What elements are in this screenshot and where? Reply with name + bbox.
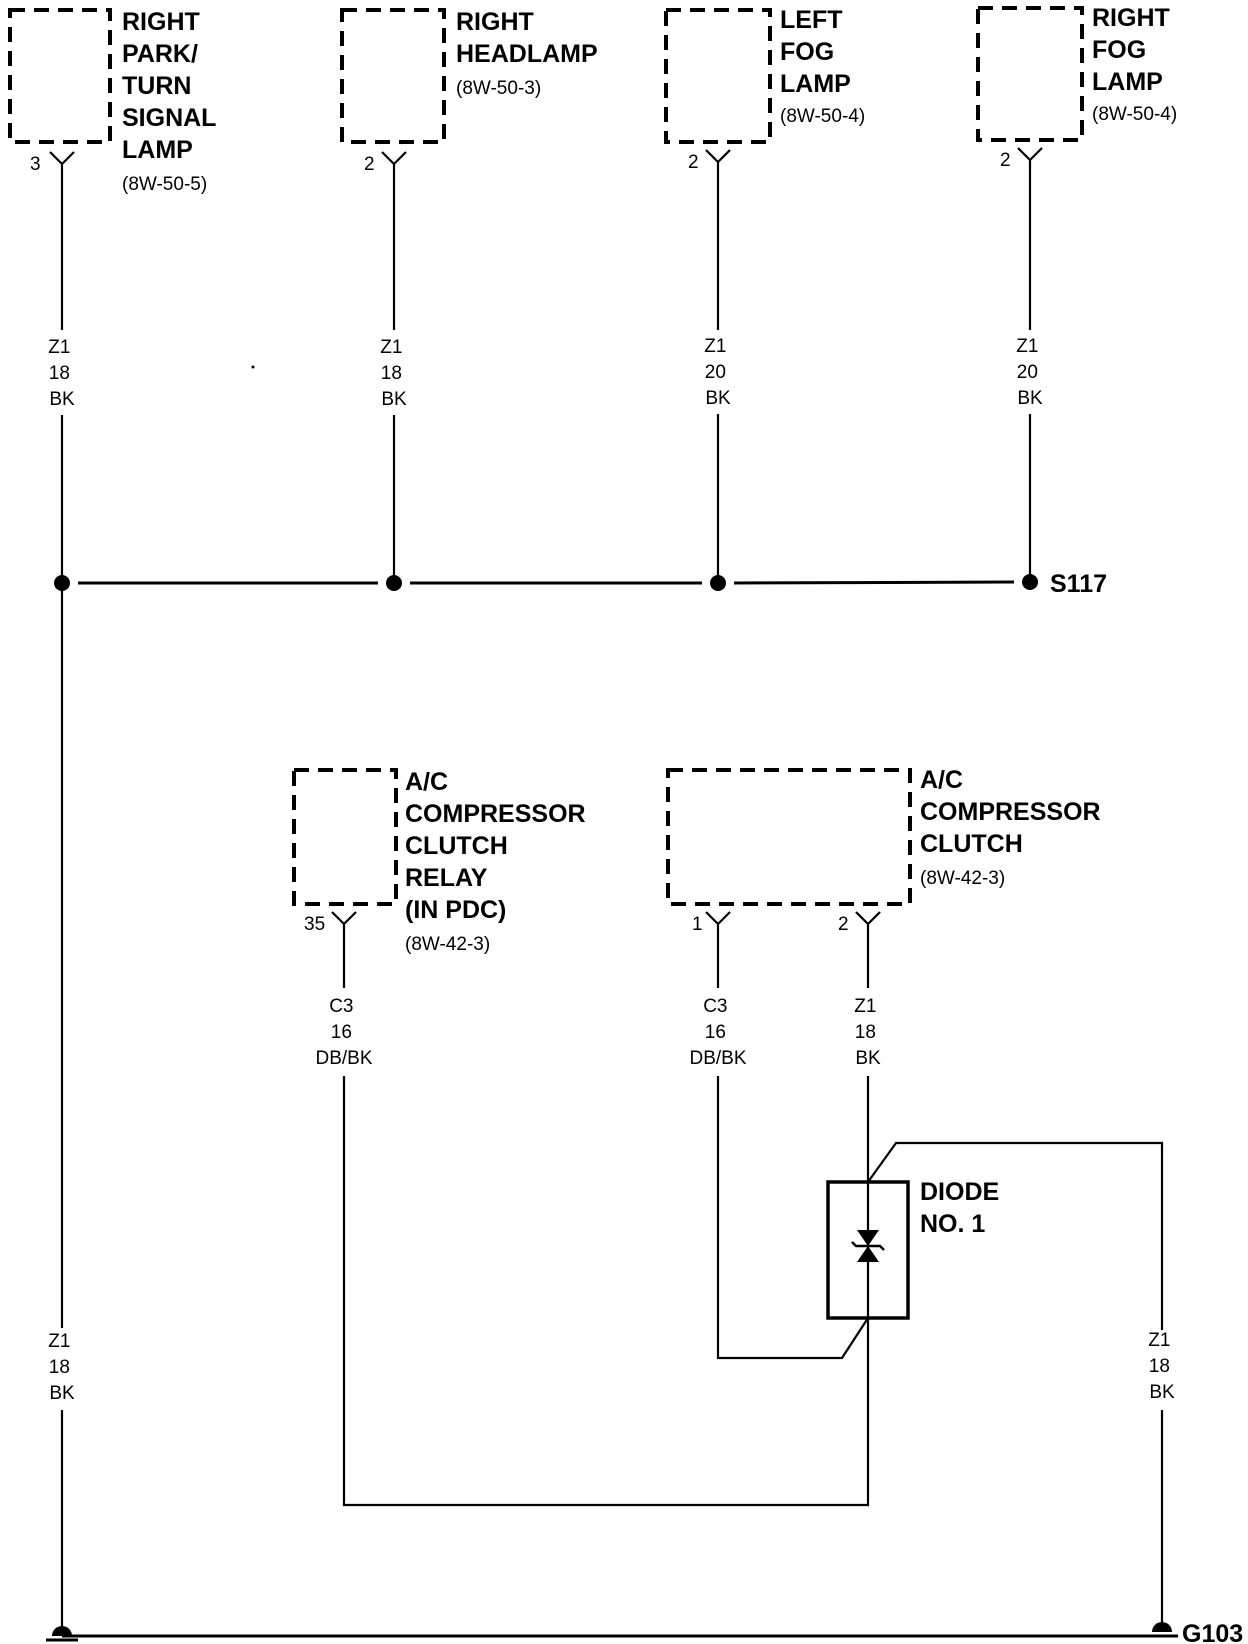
right-fog-lamp: RIGHT FOG LAMP (8W-50-4) 2 Z1 20 BK bbox=[976, 4, 1177, 580]
ac-relay-wire-label: C3 16 DB/BK bbox=[315, 996, 372, 1069]
right-ground-wire-label: Z1 18 BK bbox=[1148, 1330, 1175, 1403]
splice-node-2 bbox=[386, 575, 402, 591]
ac-clutch-pin-1: 1 bbox=[692, 914, 703, 935]
left-fog-lamp: LEFT FOG LAMP (8W-50-4) 2 Z1 20 BK bbox=[664, 6, 865, 580]
right-park-turn-lamp-ref: (8W-50-5) bbox=[122, 174, 207, 195]
splice-s117: S117 bbox=[54, 570, 1107, 598]
ground-label: G103 bbox=[1182, 1620, 1243, 1644]
right-headlamp-box bbox=[340, 8, 446, 144]
right-park-turn-signal-lamp: RIGHT PARK/ TURN SIGNAL LAMP (8W-50-5) 3… bbox=[8, 8, 223, 580]
splice-label: S117 bbox=[1050, 570, 1107, 598]
splice-bus-segment-3 bbox=[733, 580, 1015, 585]
diode-no-1: DIODE NO. 1 bbox=[826, 1141, 1164, 1330]
right-fog-lamp-connector bbox=[1017, 147, 1043, 330]
ac-clutch-wire-2-label: Z1 18 BK bbox=[854, 996, 881, 1069]
left-fog-lamp-box bbox=[664, 8, 772, 144]
ac-clutch-pin-2: 2 bbox=[838, 914, 849, 935]
right-headlamp-pin: 2 bbox=[364, 154, 375, 175]
scan-speck bbox=[251, 365, 255, 369]
ac-clutch-box bbox=[666, 768, 912, 906]
right-fog-lamp-wire-label: Z1 20 BK bbox=[1016, 336, 1043, 409]
ac-relay-wire bbox=[342, 1076, 870, 1507]
right-headlamp-wire-label: Z1 18 BK bbox=[380, 337, 407, 410]
ground-symbol-left bbox=[46, 1626, 78, 1642]
right-ground-wire: Z1 18 BK bbox=[1148, 1330, 1175, 1628]
right-fog-lamp-title: RIGHT FOG LAMP bbox=[1092, 4, 1177, 96]
diode-bar bbox=[851, 1241, 885, 1251]
ac-clutch-wire-1-label: C3 16 DB/BK bbox=[689, 996, 746, 1069]
left-ground-wire: Z1 18 BK bbox=[48, 583, 75, 1630]
left-fog-lamp-ref: (8W-50-4) bbox=[780, 106, 865, 127]
splice-node-3 bbox=[710, 575, 726, 591]
left-fog-lamp-connector bbox=[705, 149, 731, 330]
right-park-turn-lamp-wire-label: Z1 18 BK bbox=[48, 337, 75, 410]
ac-relay-box bbox=[292, 768, 398, 906]
right-park-turn-lamp-title: RIGHT PARK/ TURN SIGNAL LAMP bbox=[122, 8, 223, 164]
ac-relay-connector bbox=[331, 911, 357, 988]
diode-triangle-lower bbox=[857, 1246, 879, 1262]
right-headlamp-connector bbox=[381, 151, 407, 330]
ac-relay-pin: 35 bbox=[304, 914, 325, 935]
right-fog-lamp-pin: 2 bbox=[1000, 150, 1011, 171]
ac-compressor-clutch-relay: A/C COMPRESSOR CLUTCH RELAY (IN PDC) (8W… bbox=[292, 768, 870, 1507]
right-headlamp-title: RIGHT HEADLAMP bbox=[456, 8, 598, 68]
ac-relay-ref: (8W-42-3) bbox=[405, 934, 490, 955]
right-fog-lamp-box bbox=[976, 6, 1084, 142]
right-fog-lamp-ref: (8W-50-4) bbox=[1092, 104, 1177, 125]
diode-title: DIODE NO. 1 bbox=[920, 1178, 1006, 1238]
diode-ground-wire bbox=[867, 1141, 1164, 1330]
right-park-turn-lamp-connector bbox=[49, 151, 75, 330]
ac-clutch-connector-2 bbox=[855, 911, 881, 988]
ground-g103: G103 bbox=[46, 1620, 1243, 1644]
diode-triangle-upper bbox=[857, 1230, 879, 1246]
ac-clutch-wire-1 bbox=[716, 1076, 869, 1360]
splice-node-4 bbox=[1022, 574, 1038, 590]
right-park-turn-lamp-box bbox=[8, 8, 112, 144]
left-ground-wire-label: Z1 18 BK bbox=[48, 1331, 75, 1404]
ac-clutch-title: A/C COMPRESSOR CLUTCH bbox=[920, 766, 1108, 858]
zener-diode-symbol bbox=[851, 1230, 885, 1262]
left-fog-lamp-wire-label: Z1 20 BK bbox=[704, 336, 731, 409]
ac-compressor-clutch: A/C COMPRESSOR CLUTCH (8W-42-3) 1 C3 16 … bbox=[666, 766, 1108, 1360]
left-fog-lamp-pin: 2 bbox=[688, 152, 699, 173]
right-headlamp-ref: (8W-50-3) bbox=[456, 78, 541, 99]
ground-symbol-right bbox=[1146, 1622, 1178, 1638]
right-headlamp: RIGHT HEADLAMP (8W-50-3) 2 Z1 18 BK bbox=[340, 8, 598, 580]
left-fog-lamp-title: LEFT FOG LAMP bbox=[780, 6, 851, 98]
ac-clutch-ref: (8W-42-3) bbox=[920, 868, 1005, 889]
right-park-turn-lamp-pin: 3 bbox=[30, 154, 41, 175]
ac-clutch-connector-1 bbox=[705, 911, 731, 988]
ac-relay-title: A/C COMPRESSOR CLUTCH RELAY (IN PDC) bbox=[405, 768, 593, 924]
